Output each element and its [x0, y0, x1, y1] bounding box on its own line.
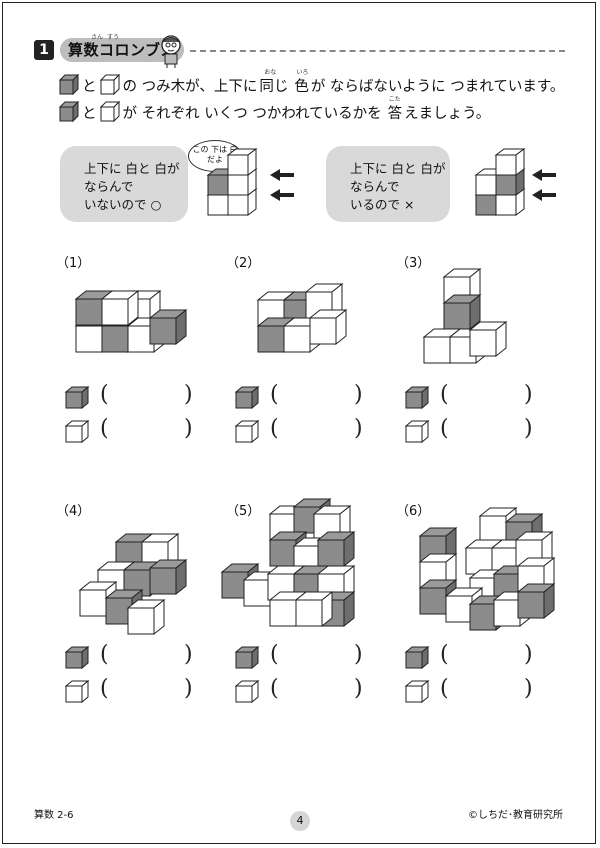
example-bad-stack — [475, 148, 525, 216]
gray-cube-icon — [58, 101, 80, 123]
problem-2-label: （2） — [226, 256, 261, 271]
example-good-stack — [207, 148, 257, 216]
example-bad-text: 上下に 白と 白が ならんで いるので × — [350, 161, 446, 212]
problem-3-figure — [423, 268, 507, 364]
answer-2-white-close: ) — [354, 416, 363, 441]
mascot-icon — [161, 35, 181, 68]
arrow-icon — [270, 189, 294, 201]
gray-cube-icon — [58, 74, 80, 96]
page-number: 4 — [290, 811, 310, 831]
answer-3-gray-open: ( — [440, 382, 449, 407]
answer-6-white-open: ( — [440, 676, 449, 701]
answer-4-gray-open: ( — [100, 642, 109, 667]
title-ruby-2: すう — [107, 34, 120, 41]
answer-6-gray-close: ) — [524, 642, 533, 667]
answer-2-white-open: ( — [270, 416, 279, 441]
white-cube-icon — [99, 74, 120, 96]
title-ruby-1: さん — [91, 34, 104, 41]
answer-2-gray-close: ) — [354, 382, 363, 407]
footer-code: 算数 2-6 — [34, 810, 74, 821]
answer-1-white-open: ( — [100, 416, 109, 441]
answer-3-white-open: ( — [440, 416, 449, 441]
answer-5-white-close: ) — [354, 676, 363, 701]
white-cube-icon — [99, 101, 120, 123]
answer-3-gray-close: ) — [524, 382, 533, 407]
problem-4-figure — [79, 533, 187, 635]
answer-6-gray-open: ( — [440, 642, 449, 667]
answer-1-gray-close: ) — [184, 382, 193, 407]
problem-1-figure — [75, 290, 187, 353]
header-divider — [190, 50, 565, 52]
answer-4-white-close: ) — [184, 676, 193, 701]
question-number: 1 — [34, 40, 54, 60]
answer-1-gray-open: ( — [100, 382, 109, 407]
example-bad-callout: 上下に 白と 白が ならんで いるので × — [326, 146, 450, 222]
page-title: 算数コロンブス — [68, 41, 177, 59]
answer-6-white-close: ) — [524, 676, 533, 701]
answer-4-gray-close: ) — [184, 642, 193, 667]
footer-copyright: ©しちだ･教育研究所 — [468, 810, 563, 821]
problem-2-figure — [257, 283, 347, 353]
problem-1-label: （1） — [56, 256, 91, 271]
problem-6-label: （6） — [396, 504, 431, 519]
problem-6-figure — [419, 507, 555, 631]
answer-5-gray-open: ( — [270, 642, 279, 667]
problem-4-label: （4） — [56, 504, 91, 519]
answer-2-gray-open: ( — [270, 382, 279, 407]
example-good-text: 上下に 白と 白が ならんで いないので ○ — [84, 161, 180, 212]
problem-3-label: （3） — [396, 256, 431, 271]
arrow-icon — [532, 169, 556, 181]
instruction-line-2: と が それぞれ いくつ つかわれているかを こた答 えましょう。 — [58, 96, 490, 123]
arrow-icon — [270, 169, 294, 181]
instruction-line-1: と の つみ木が、上下に おな同じ いろ色 が ならばないように つまれています… — [58, 69, 564, 96]
answer-1-white-close: ) — [184, 416, 193, 441]
problem-5-label: （5） — [226, 504, 261, 519]
example-good-callout: 上下に 白と 白が ならんで いないので ○ — [60, 146, 188, 222]
answer-5-gray-close: ) — [354, 642, 363, 667]
answer-3-white-close: ) — [524, 416, 533, 441]
answer-4-white-open: ( — [100, 676, 109, 701]
arrow-icon — [532, 189, 556, 201]
answer-5-white-open: ( — [270, 676, 279, 701]
